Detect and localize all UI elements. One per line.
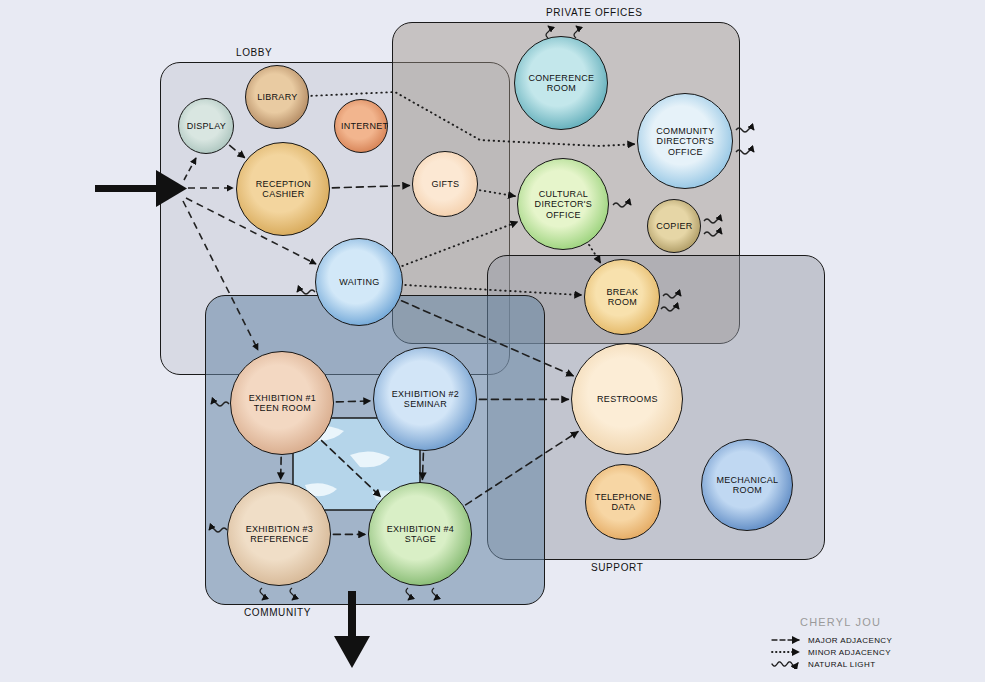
signature-text: CHERYL JOU: [800, 616, 881, 628]
zone-label: PRIVATE OFFICES: [546, 7, 642, 18]
legend-row: NATURAL LIGHT: [770, 658, 892, 670]
zone-title: SUPPORT: [591, 562, 643, 573]
space-bubble: BREAK ROOM: [584, 259, 660, 335]
zone-title: LOBBY: [236, 47, 272, 58]
space-bubble: EXHIBITION #2 SEMINAR: [373, 347, 477, 451]
space-label: LIBRARY: [257, 92, 297, 102]
space-bubble: COPIER: [647, 199, 701, 253]
space-label: COMMUNITY DIRECTOR'S OFFICE: [649, 126, 721, 157]
space-label: COPIER: [656, 221, 692, 231]
legend-row: MINOR ADJACENCY: [770, 646, 892, 658]
zone-title: COMMUNITY: [244, 607, 311, 618]
space-label: CONFERENCE ROOM: [526, 73, 597, 94]
space-label: EXHIBITION #1 TEEN ROOM: [243, 393, 321, 414]
zone-label: SUPPORT: [591, 562, 643, 573]
legend-line-sample: [772, 662, 798, 666]
space-bubble: EXHIBITION #4 STAGE: [368, 482, 472, 586]
legend-row: MAJOR ADJACENCY: [770, 634, 892, 646]
space-label: CULTURAL DIRECTOR'S OFFICE: [529, 189, 598, 220]
space-label: MECHANICAL ROOM: [713, 475, 782, 496]
space-bubble: CULTURAL DIRECTOR'S OFFICE: [517, 158, 609, 250]
legend-line-sample: [772, 639, 799, 640]
legend-text: NATURAL LIGHT: [808, 660, 875, 669]
space-bubble: TELEPHONE DATA: [585, 464, 661, 540]
legend-swatch: [770, 635, 804, 645]
space-bubble: CONFERENCE ROOM: [514, 36, 608, 130]
space-label: TELEPHONE DATA: [595, 492, 652, 513]
space-bubble: DISPLAY: [178, 98, 234, 154]
space-bubble: LIBRARY: [245, 65, 309, 129]
space-label: RECEPTION CASHIER: [248, 179, 319, 200]
adjacency-arrow: [322, 441, 381, 497]
space-bubble: COMMUNITY DIRECTOR'S OFFICE: [637, 93, 733, 189]
space-label: GIFTS: [431, 179, 459, 189]
legend-swatch: [770, 647, 804, 657]
legend: MAJOR ADJACENCY MINOR ADJACENCY NATURAL LI…: [770, 634, 892, 670]
zone-label: LOBBY: [236, 47, 272, 58]
adjacency-arrow: [333, 534, 365, 536]
entrance-arrow: [95, 185, 159, 192]
space-bubble: RESTROOMS: [571, 343, 683, 455]
space-bubble: MECHANICAL ROOM: [701, 439, 793, 531]
space-label: EXHIBITION #2 SEMINAR: [386, 389, 464, 410]
space-label: BREAK ROOM: [594, 287, 651, 308]
legend-text: MINOR ADJACENCY: [808, 648, 891, 657]
signature: CHERYL JOU: [800, 612, 881, 630]
space-bubble: EXHIBITION #3 REFERENCE: [227, 482, 331, 586]
space-label: RESTROOMS: [597, 394, 658, 404]
space-label: EXHIBITION #4 STAGE: [381, 524, 459, 545]
courtyard-highlight: [350, 451, 390, 467]
space-label: DISPLAY: [187, 121, 226, 131]
space-label: WAITING: [339, 277, 379, 287]
exit-arrow: [348, 591, 356, 637]
zone-label: COMMUNITY: [244, 607, 311, 618]
space-bubble: RECEPTION CASHIER: [236, 142, 330, 236]
space-bubble: INTERNET: [334, 99, 388, 153]
space-label: EXHIBITION #3 REFERENCE: [240, 524, 318, 545]
legend-line-sample: [772, 651, 799, 653]
legend-text: MAJOR ADJACENCY: [808, 636, 892, 645]
zone-title: PRIVATE OFFICES: [546, 7, 642, 18]
exit-arrow: [334, 636, 370, 668]
space-label: INTERNET: [341, 121, 382, 131]
legend-swatch: [770, 659, 804, 669]
